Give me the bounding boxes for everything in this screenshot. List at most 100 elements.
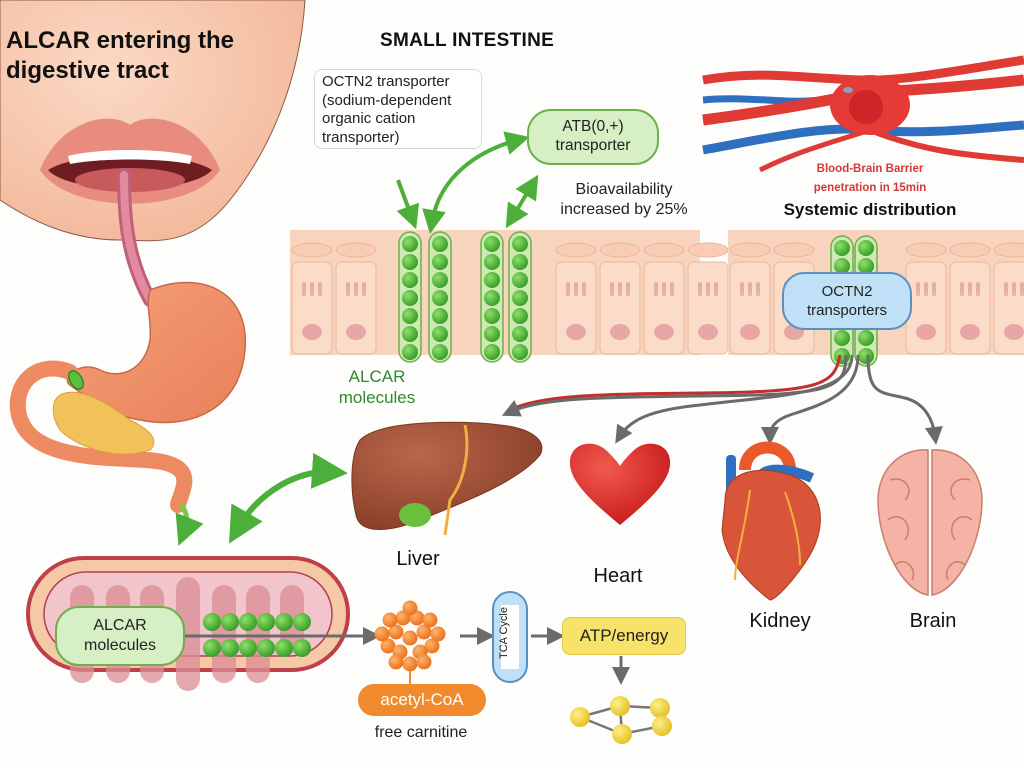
atp-node	[652, 716, 672, 736]
heart-label: Heart	[593, 565, 643, 587]
atp-node	[570, 707, 590, 727]
cell-vacuole	[574, 282, 578, 296]
alcar-molecule	[275, 613, 293, 631]
cell-top	[335, 242, 377, 258]
atp-node	[650, 698, 670, 718]
epithelial-cell	[291, 261, 333, 355]
stomach-illustration	[9, 168, 246, 513]
epithelial-cell	[993, 261, 1024, 355]
crista	[212, 585, 236, 683]
brain-label: Brain	[909, 610, 957, 632]
alcar-line2: molecules	[338, 388, 416, 407]
epithelial-cell	[599, 261, 641, 355]
acetyl-coa-molecule	[388, 654, 404, 670]
mito-alcar-line1: ALCAR	[93, 617, 147, 634]
cell-nucleus	[698, 324, 718, 340]
cell-nucleus	[1004, 324, 1024, 340]
cell-vacuole	[566, 282, 570, 296]
cell-vacuole	[618, 282, 622, 296]
alcar-molecule	[512, 236, 528, 252]
acetyl-coa-molecule	[430, 626, 446, 642]
acetyl-coa-molecule	[416, 624, 432, 640]
cell-nucleus	[654, 324, 674, 340]
octn2-transporter-label: OCTN2 transporter (sodium-dependent orga…	[314, 69, 482, 149]
alcar-molecule	[402, 254, 418, 270]
alcar-molecule	[484, 344, 500, 360]
alcar-molecule	[293, 613, 311, 631]
cell-vacuole	[362, 282, 366, 296]
crista	[246, 585, 270, 683]
brain-illustration	[877, 449, 983, 596]
alcar-molecule	[293, 639, 311, 657]
cell-top	[291, 242, 333, 258]
cell-vacuole	[968, 282, 972, 296]
cell-vacuole	[698, 282, 702, 296]
alcar-molecule	[402, 290, 418, 306]
alcar-molecule	[432, 326, 448, 342]
alcar-molecule	[432, 308, 448, 324]
tca-inner	[501, 605, 519, 669]
alcar-molecule	[484, 254, 500, 270]
cell-top	[643, 242, 685, 258]
cell-vacuole	[346, 282, 350, 296]
cell-top	[949, 242, 991, 258]
mito-alcar-label: ALCAR molecules	[55, 606, 185, 666]
cell-vacuole	[960, 282, 964, 296]
cell-vacuole	[756, 282, 760, 296]
alcar-molecule	[834, 330, 850, 346]
cell-vacuole	[976, 282, 980, 296]
epithelial-cell	[905, 261, 947, 355]
cell-vacuole	[318, 282, 322, 296]
cell-vacuole	[654, 282, 658, 296]
cell-vacuole	[748, 282, 752, 296]
alcar-molecule	[834, 348, 850, 364]
cell-vacuole	[670, 282, 674, 296]
alcar-molecule	[221, 613, 239, 631]
green-arrows	[175, 131, 539, 546]
cell-nucleus	[302, 324, 322, 340]
cell-nucleus	[916, 324, 936, 340]
kidney-label: Kidney	[749, 610, 811, 632]
epithelial-cell	[729, 261, 771, 355]
alcar-molecule	[512, 344, 528, 360]
bioavailability-line2: increased by 25%	[560, 201, 688, 218]
epithelial-cell	[335, 261, 377, 355]
alcar-molecule	[484, 272, 500, 288]
alcar-molecule	[402, 326, 418, 342]
alcar-molecule	[432, 272, 448, 288]
acetyl-coa-molecule	[402, 656, 418, 672]
alcar-molecule	[275, 639, 293, 657]
atb-line1: ATB(0,+)	[562, 118, 624, 135]
cell-vacuole	[924, 282, 928, 296]
cell-vacuole	[706, 282, 710, 296]
epithelial-cell	[643, 261, 685, 355]
acetyl-coa-molecule	[402, 600, 418, 616]
heart-illustration	[569, 443, 671, 525]
acetyl-coa-molecule	[402, 630, 418, 646]
cell-nucleus	[960, 324, 980, 340]
alcar-line1: ALCAR	[348, 367, 406, 386]
octn2-trans-line1: OCTN2	[821, 283, 873, 300]
cell-vacuole	[740, 282, 744, 296]
cell-top	[905, 242, 947, 258]
alcar-molecule	[432, 290, 448, 306]
liver-label: Liver	[396, 548, 440, 570]
acetyl-coa-molecule	[422, 612, 438, 628]
bioavailability-line1: Bioavailability	[575, 181, 673, 198]
alcar-molecule	[512, 308, 528, 324]
alcar-molecule	[834, 258, 850, 274]
bbb-line2: penetration in 15min	[813, 182, 927, 194]
alcar-molecule	[239, 613, 257, 631]
atb-line2: transporter	[555, 137, 631, 154]
cell-vacuole	[626, 282, 630, 296]
cell-nucleus	[740, 324, 760, 340]
alcar-molecule	[239, 639, 257, 657]
distribution-arrows	[501, 354, 943, 445]
small-intestine-title: SMALL INTESTINE	[380, 30, 555, 51]
mito-alcar-line2: molecules	[83, 637, 157, 654]
cell-vacuole	[662, 282, 666, 296]
cell-vacuole	[714, 282, 718, 296]
kidney-illustration	[721, 441, 821, 601]
alcar-molecule	[512, 290, 528, 306]
page-title: ALCAR entering the digestive tract	[6, 27, 234, 84]
